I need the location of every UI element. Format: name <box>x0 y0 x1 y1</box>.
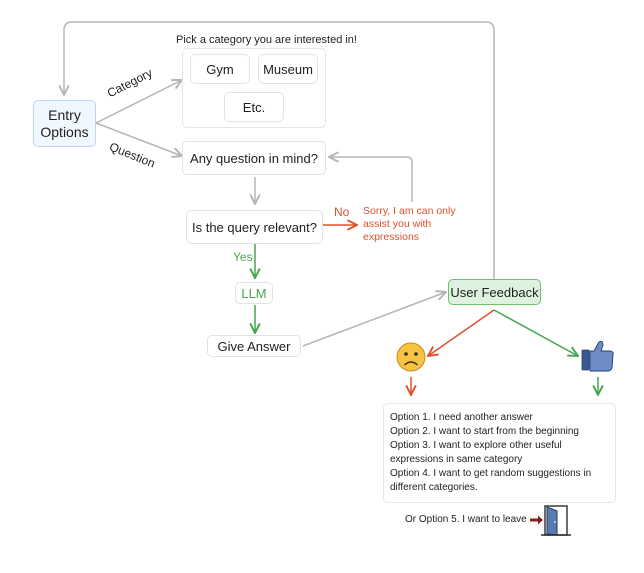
yes-edge-label: Yes <box>233 250 253 264</box>
options-box: Option 1. I need another answer Option 2… <box>383 403 616 503</box>
exit-door-icon <box>530 505 571 536</box>
positive-feedback-arrow <box>493 309 578 356</box>
leave-option: Or Option 5. I want to leave <box>405 514 527 525</box>
llm-node: LLM <box>235 282 273 304</box>
user-feedback-node: User Feedback <box>448 279 541 305</box>
loop-arrow <box>64 21 495 280</box>
option-2: Option 2. I want to start from the begin… <box>390 426 579 437</box>
sad-face-icon <box>396 342 426 372</box>
give-answer-node: Give Answer <box>207 335 301 357</box>
option-1: Option 1. I need another answer <box>390 412 533 423</box>
gym-option: Gym <box>190 54 250 84</box>
question-node: Any question in mind? <box>182 141 326 175</box>
entry-options-node: Entry Options <box>33 100 96 147</box>
sorry-text: Sorry, I am can only assist you with exp… <box>363 205 456 243</box>
option-4: Option 4. I want to get random suggestio… <box>390 468 592 493</box>
answer-to-feedback-arrow <box>302 292 446 347</box>
no-edge-label: No <box>334 205 350 219</box>
sorry-back-arrow <box>329 157 413 202</box>
etc-option: Etc. <box>224 92 284 122</box>
option-3: Option 3. I want to explore other useful… <box>390 440 562 465</box>
negative-feedback-arrow <box>428 309 495 356</box>
category-prompt: Pick a category you are interested in! <box>176 34 357 46</box>
relevance-node: Is the query relevant? <box>186 210 323 244</box>
thumbs-up-icon <box>581 340 614 372</box>
category-arrow <box>95 80 182 124</box>
museum-option: Museum <box>258 54 318 84</box>
question-arrow <box>95 122 182 156</box>
